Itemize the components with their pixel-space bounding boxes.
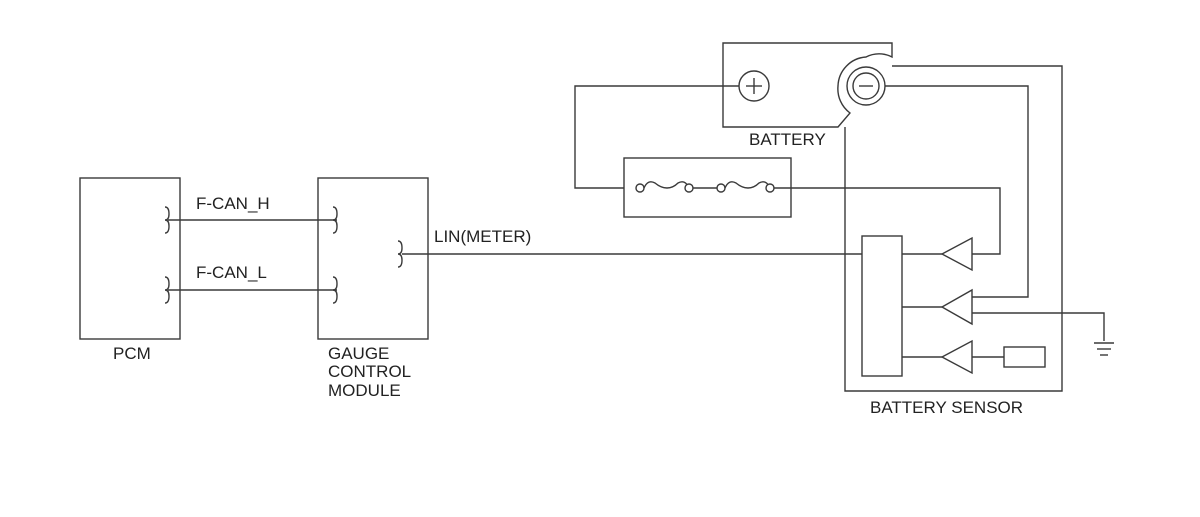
amplifier-icon-middle [940,288,973,326]
battery-negative-wire [885,85,1029,298]
ground-icon [1094,342,1114,356]
battery-box [722,42,893,128]
gauge-control-module-box [317,177,429,340]
battery-sensor-label: BATTERY SENSOR [870,398,1023,417]
gauge-control-module-label-line2: CONTROL [328,362,411,381]
ground-wire [972,312,1105,341]
battery-label: BATTERY [749,130,826,149]
minus-terminal-icon [846,66,886,106]
gauge-control-module-label-line3: MODULE [328,381,401,400]
pcm-f-can-h-connector-icon [164,206,170,234]
f-can-h-label: F-CAN_H [196,194,270,213]
plus-terminal-icon [738,70,770,102]
amplifier-icon-bottom [940,339,973,375]
amplifier-icon-top [940,236,973,272]
pcm-f-can-l-connector-icon [164,276,170,304]
pcm-box [79,177,181,340]
gcm-f-can-h-connector-icon [332,206,338,234]
fused-supply-wire [774,187,1001,255]
gauge-control-module-label-line1: GAUGE [328,344,389,363]
gcm-lin-connector-icon [397,240,403,268]
battery-sensor-outline [844,65,1063,392]
sensor-element-icon [1003,346,1046,368]
lin-meter-label: LIN(METER) [434,227,531,246]
f-can-l-label: F-CAN_L [196,263,267,282]
fuse-icon [635,181,775,193]
battery-positive-wire [574,85,739,189]
sensor-ic-block [861,235,903,377]
pcm-label: PCM [113,344,151,363]
gcm-f-can-l-connector-icon [332,276,338,304]
